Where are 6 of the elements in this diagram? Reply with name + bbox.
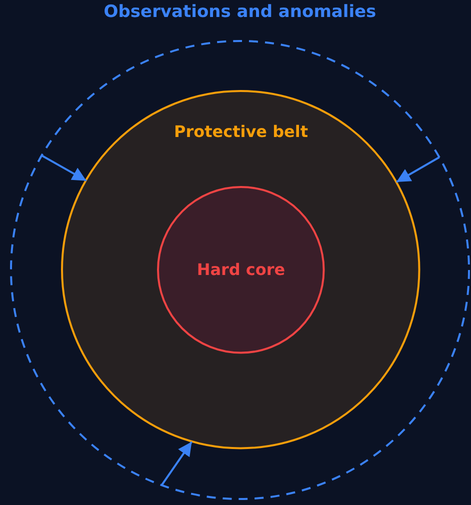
circle-label: Protective belt bbox=[172, 122, 309, 142]
circle-label: Hard core bbox=[196, 260, 286, 279]
arrow bbox=[160, 441, 193, 486]
arrow bbox=[41, 154, 87, 182]
circle-title: Observations and anomalies bbox=[102, 2, 378, 22]
arrow bbox=[396, 156, 440, 183]
